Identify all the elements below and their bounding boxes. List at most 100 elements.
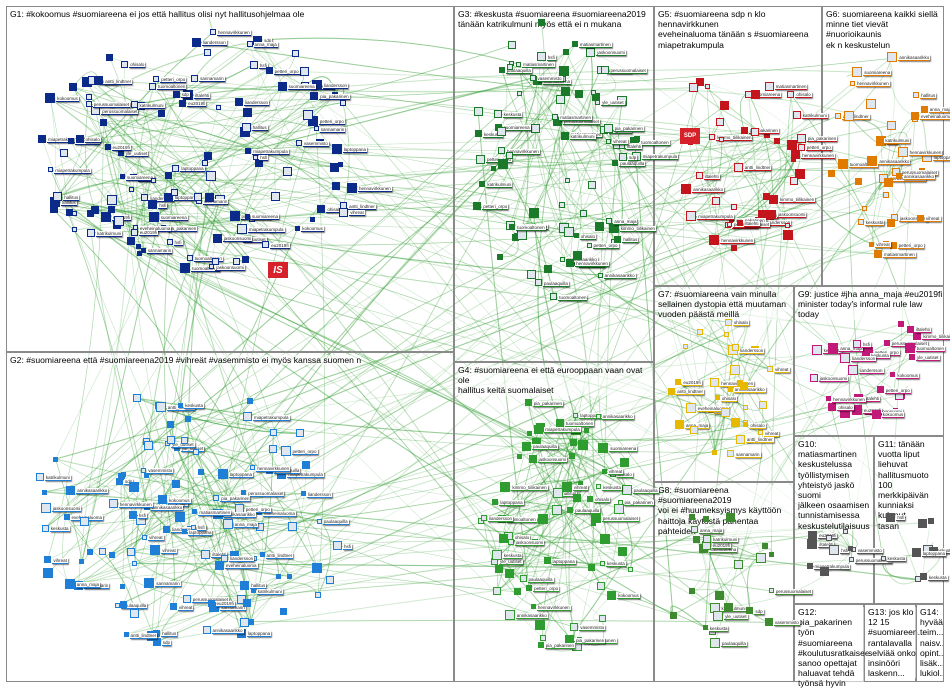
network-node[interactable] [727, 450, 734, 457]
network-node[interactable] [192, 509, 197, 514]
network-node[interactable] [725, 319, 732, 326]
network-node[interactable] [743, 405, 748, 410]
network-node[interactable] [42, 490, 47, 495]
network-node[interactable] [828, 403, 836, 411]
network-node[interactable] [248, 619, 254, 625]
network-node[interactable] [266, 67, 273, 74]
network-node[interactable] [124, 632, 129, 637]
network-node[interactable] [793, 111, 801, 119]
network-node[interactable] [602, 469, 607, 474]
network-node[interactable] [712, 450, 717, 455]
network-node[interactable] [251, 588, 256, 593]
network-node[interactable] [689, 514, 695, 520]
network-node[interactable] [269, 445, 277, 453]
network-node[interactable] [765, 618, 773, 626]
network-node[interactable] [905, 343, 915, 353]
network-node[interactable] [283, 167, 292, 176]
network-node[interactable] [867, 156, 877, 166]
network-node[interactable] [508, 41, 516, 49]
network-node[interactable] [303, 110, 313, 120]
network-node[interactable] [86, 94, 92, 100]
network-node[interactable] [494, 110, 502, 118]
network-node[interactable] [565, 178, 570, 183]
network-node[interactable] [840, 353, 850, 363]
network-node[interactable] [223, 519, 233, 529]
network-node[interactable] [597, 582, 605, 590]
network-node[interactable] [149, 83, 156, 90]
network-node[interactable] [508, 539, 514, 545]
network-node[interactable] [151, 178, 156, 183]
network-node[interactable] [499, 534, 508, 543]
network-node[interactable] [86, 101, 92, 107]
network-node[interactable] [843, 529, 848, 534]
network-node[interactable] [544, 557, 551, 564]
network-node[interactable] [529, 455, 537, 463]
network-node[interactable] [120, 584, 125, 589]
network-node[interactable] [538, 19, 545, 26]
network-node[interactable] [243, 108, 252, 117]
network-node[interactable] [703, 625, 708, 630]
network-node[interactable] [525, 399, 532, 406]
network-node[interactable] [852, 67, 862, 77]
network-node[interactable] [858, 219, 864, 225]
network-node[interactable] [235, 98, 243, 106]
network-node[interactable] [203, 626, 211, 634]
network-node[interactable] [131, 101, 138, 108]
network-node[interactable] [884, 178, 893, 187]
network-node[interactable] [552, 114, 558, 120]
network-node[interactable] [45, 93, 55, 103]
network-node[interactable] [66, 486, 75, 495]
network-node[interactable] [292, 50, 299, 57]
network-node[interactable] [763, 193, 770, 200]
network-node[interactable] [567, 507, 573, 513]
network-node[interactable] [828, 170, 835, 177]
network-node[interactable] [614, 236, 621, 243]
network-node[interactable] [243, 599, 251, 607]
network-node[interactable] [600, 561, 605, 566]
network-node[interactable] [720, 101, 729, 110]
network-node[interactable] [317, 205, 325, 213]
network-node[interactable] [491, 166, 496, 171]
network-node[interactable] [731, 418, 740, 427]
network-node[interactable] [129, 511, 137, 519]
network-node[interactable] [896, 173, 902, 179]
network-node[interactable] [183, 595, 191, 603]
network-node[interactable] [315, 592, 321, 598]
network-node[interactable] [41, 503, 51, 513]
network-node[interactable] [64, 514, 70, 520]
network-node[interactable] [165, 172, 172, 179]
network-node[interactable] [332, 144, 342, 154]
network-node[interactable] [580, 210, 587, 217]
network-node[interactable] [751, 128, 759, 136]
network-node[interactable] [715, 591, 724, 600]
network-node[interactable] [884, 340, 890, 346]
network-node[interactable] [101, 212, 111, 222]
network-node[interactable] [179, 100, 186, 107]
network-node[interactable] [80, 517, 89, 526]
network-node[interactable] [683, 344, 688, 349]
network-node[interactable] [591, 513, 601, 523]
network-node[interactable] [531, 604, 536, 609]
network-node[interactable] [737, 220, 743, 226]
network-node[interactable] [572, 41, 578, 47]
network-node[interactable] [668, 388, 675, 395]
network-node[interactable] [569, 453, 575, 459]
network-node[interactable] [148, 200, 157, 209]
network-node[interactable] [552, 505, 562, 515]
network-node[interactable] [170, 603, 177, 610]
network-node[interactable] [191, 75, 198, 82]
network-node[interactable] [144, 473, 149, 478]
network-node[interactable] [703, 516, 709, 522]
network-node[interactable] [42, 525, 49, 532]
network-node[interactable] [716, 118, 724, 126]
network-node[interactable] [768, 210, 776, 218]
network-node[interactable] [175, 512, 185, 522]
network-node[interactable] [79, 559, 84, 564]
network-node[interactable] [675, 379, 681, 385]
network-node[interactable] [898, 321, 904, 327]
network-node[interactable] [912, 548, 921, 557]
network-node[interactable] [116, 478, 123, 485]
network-node[interactable] [736, 435, 745, 444]
network-node[interactable] [890, 372, 895, 377]
network-node[interactable] [787, 140, 797, 150]
